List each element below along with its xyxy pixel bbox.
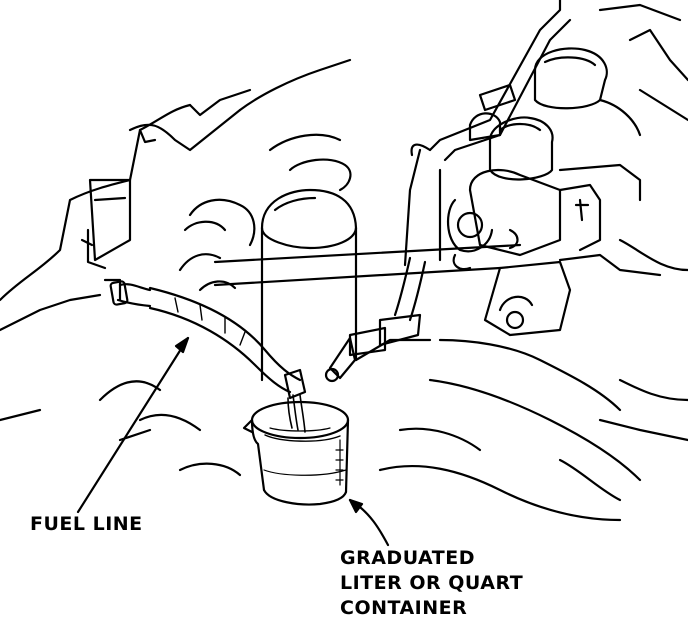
graduated-container [242, 400, 350, 506]
container-arrow [348, 498, 390, 547]
fuel-connector [324, 256, 427, 383]
engine-block [0, 0, 688, 522]
fuel-line-arrow [76, 336, 190, 514]
container-label-line-2: LITER OR QUART [340, 572, 524, 594]
container-label-line-1: GRADUATED [340, 547, 475, 569]
container-label: GRADUATED LITER OR QUART CONTAINER [340, 546, 523, 621]
container-label-line-3: CONTAINER [340, 597, 468, 619]
fuel-stream [287, 394, 306, 433]
fuel-line-hose [109, 280, 307, 400]
fuel-line-label: FUEL LINE [30, 513, 143, 535]
